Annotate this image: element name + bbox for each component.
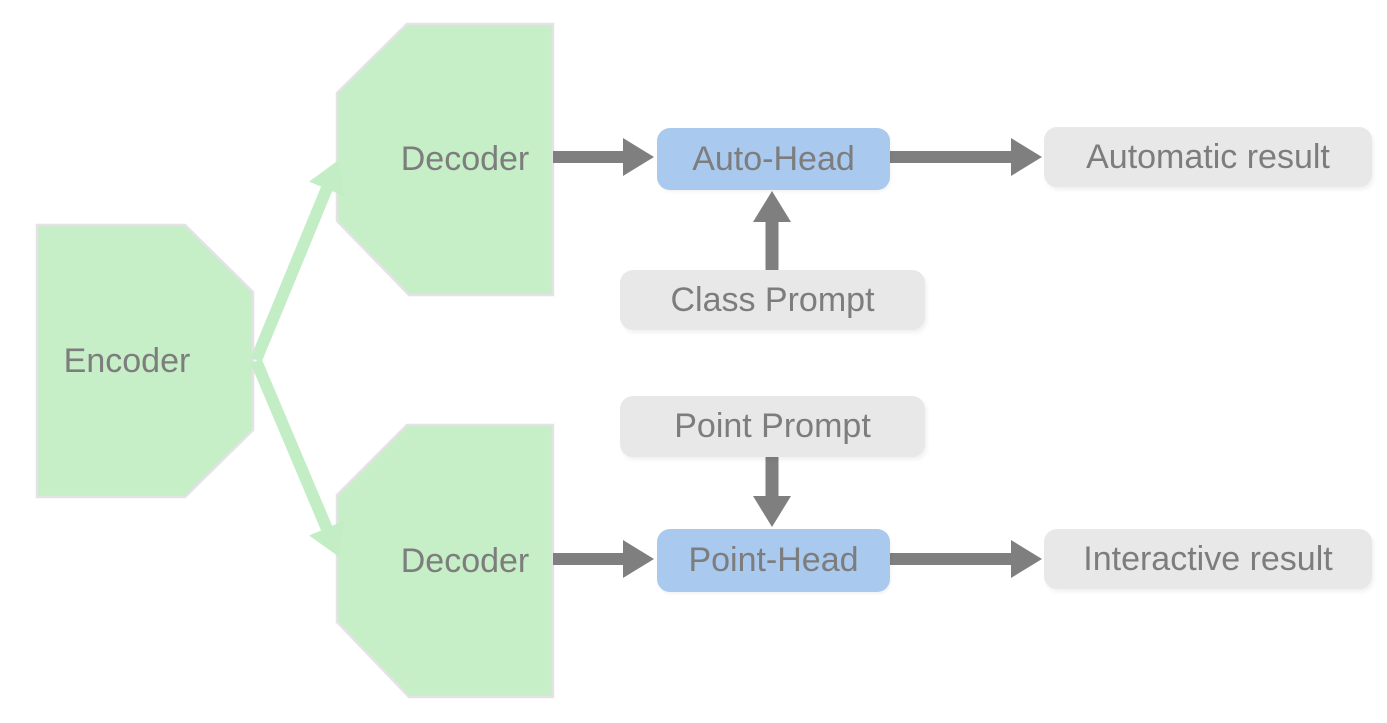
edge-encoder-to-decoder-top (250, 160, 345, 363)
edge-encoder-to-decoder-bottom (250, 358, 345, 557)
automatic-result-node: Automatic result (1044, 127, 1372, 187)
point-head-node: Point-Head (657, 529, 890, 592)
decoder-top-shape (335, 22, 555, 297)
encoder-shape (35, 223, 255, 499)
class-prompt-node: Class Prompt (620, 270, 925, 330)
decoder-bottom-shape (335, 423, 555, 699)
interactive-result-node: Interactive result (1044, 529, 1372, 589)
auto-head-node: Auto-Head (657, 128, 890, 190)
point-prompt-node: Point Prompt (620, 396, 925, 457)
